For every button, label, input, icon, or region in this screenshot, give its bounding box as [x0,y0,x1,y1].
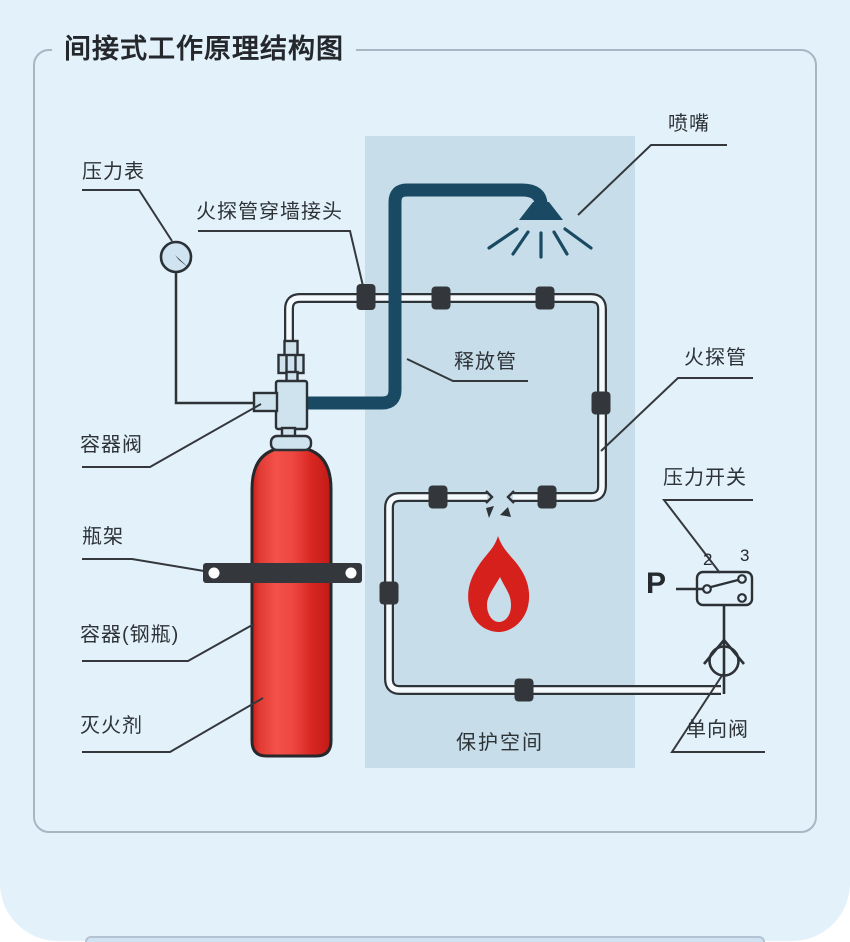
leader-container-valve [82,403,262,468]
pressure-gauge-icon [159,240,193,274]
spray-lines [487,227,593,259]
leader-cylinder [82,623,255,662]
label-detection-tube: 火探管 [684,347,747,369]
next-section-card-edge [85,936,765,942]
tube-connector [428,485,448,509]
tube-melt-break [485,489,515,518]
tube-connector [537,485,557,509]
page-title: 间接式工作原理结构图 [52,30,356,68]
label-terminal-3: 3 [740,546,750,565]
gauge-port [252,391,279,413]
leader-agent [82,697,264,753]
release-pipe [306,183,593,410]
leader-pressure-switch [661,499,753,574]
label-release-pipe: 释放管 [454,351,517,373]
leader-release-pipe [406,358,528,382]
label-agent: 灭火剂 [80,715,143,737]
leader-lines [82,144,765,753]
compression-fitting [277,353,305,375]
leader-wall-fitting [198,230,364,287]
diagram-card [33,49,817,833]
label-wall-fitting: 火探管穿墙接头 [196,201,343,223]
cylinder-collar [269,434,313,452]
label-terminal-2: 2 [703,550,713,569]
gauge-line [174,270,258,405]
tube-connectors [356,284,611,702]
label-check-valve: 单向阀 [686,719,749,741]
label-port-p: P [646,567,667,600]
protected-space-area [365,136,635,768]
wall-through-connector [356,284,376,310]
fire-detection-tube [284,293,721,695]
container-valve-assembly [252,339,313,452]
label-protected-space: 保护空间 [456,732,544,754]
label-bracket: 瓶架 [82,526,124,548]
label-nozzle: 喷嘴 [668,113,710,135]
leader-bracket [82,558,205,572]
label-pressure-switch: 压力开关 [663,467,747,489]
leader-detection-tube [600,377,753,452]
label-cylinder: 容器(钢瓶) [80,624,180,646]
nozzle-icon [519,202,563,220]
tube-connector [431,286,451,310]
cylinder-body [250,445,333,758]
label-pressure-gauge: 压力表 [82,161,145,183]
pressure-switch-icon [676,570,754,607]
leader-nozzle [577,144,727,216]
cylinder-bracket-band [203,563,362,583]
leader-check-valve [670,673,765,753]
tube-connector [591,391,611,415]
flame-icon [468,536,530,632]
tube-connector [379,581,399,605]
valve-body [274,379,309,431]
tube-connector [514,678,534,702]
tube-connector [535,286,555,310]
leader-pressure-gauge [82,189,173,242]
check-valve-icon [703,605,745,694]
label-container-valve: 容器阀 [80,434,143,456]
